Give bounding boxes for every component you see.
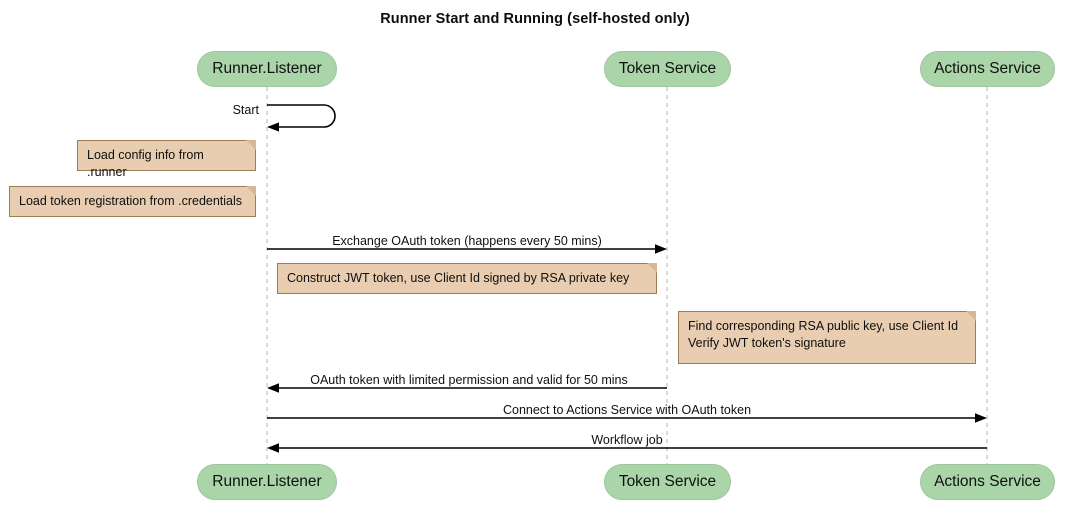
message-label-oauth-token-reply: OAuth token with limited permission and … [307,373,631,387]
note-text: Construct JWT token, use Client Id signe… [287,271,630,285]
diagram-title: Runner Start and Running (self-hosted on… [380,11,690,27]
participant-actions-bottom[interactable]: Actions Service [920,464,1055,500]
participant-label: Runner.Listener [212,60,322,77]
note-text: Load config info from .runner [87,148,204,179]
note-text: Load token registration from .credential… [19,194,243,208]
message-workflow-job-arrowhead [267,443,279,453]
message-connect-to-actions-service-arrowhead [975,413,987,423]
message-label-exchange-oauth-token: Exchange OAuth token (happens every 50 m… [329,234,605,248]
note-text: Find corresponding RSA public key, use C… [688,319,959,350]
participant-label: Token Service [618,473,717,490]
participant-label: Actions Service [934,473,1041,490]
message-label-start: Start [229,103,262,117]
note-verify-jwt-token: Find corresponding RSA public key, use C… [678,311,976,364]
message-exchange-oauth-token-arrowhead [655,244,667,254]
note-folded-corner-icon [647,263,657,273]
messages-group [267,104,987,453]
message-oauth-token-reply-arrowhead [267,383,279,393]
note-folded-corner-icon [966,311,976,321]
message-start-self-loop [267,104,336,128]
note-load-config-info: Load config info from .runner [77,140,256,179]
note-load-token-registration: Load token registration from .credential… [9,186,256,217]
message-label-connect-to-actions-service: Connect to Actions Service with OAuth to… [499,403,755,417]
participant-runner-top[interactable]: Runner.Listener [197,51,337,87]
message-label-workflow-job: Workflow job [588,433,666,447]
participant-label: Runner.Listener [212,473,322,490]
participant-token-top[interactable]: Token Service [604,51,731,87]
message-start-arrowhead [267,122,279,132]
participant-token-bottom[interactable]: Token Service [604,464,731,500]
note-folded-corner-icon [246,186,256,196]
participant-actions-top[interactable]: Actions Service [920,51,1055,87]
note-folded-corner-icon [246,140,256,150]
participant-label: Actions Service [934,60,1041,77]
note-construct-jwt-token: Construct JWT token, use Client Id signe… [277,263,657,294]
lifelines-group [266,87,988,464]
participant-runner-bottom[interactable]: Runner.Listener [197,464,337,500]
participant-label: Token Service [618,60,717,77]
